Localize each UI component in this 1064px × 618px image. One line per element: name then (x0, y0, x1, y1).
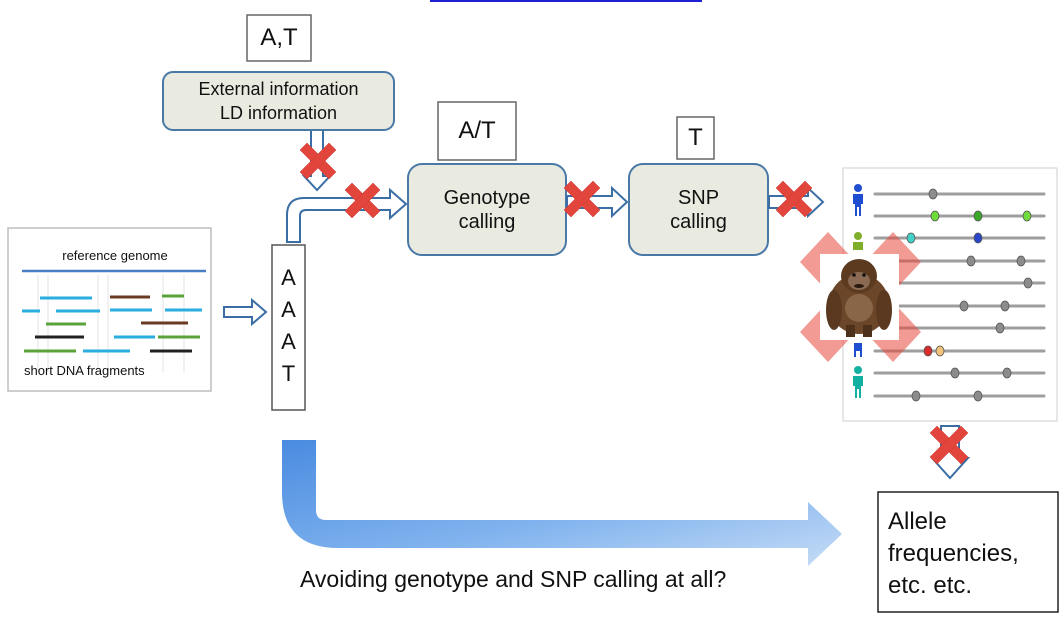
snp-markers (906, 188, 1033, 402)
reads-panel (7, 227, 212, 392)
allele-frequencies-label: Allele frequencies, etc. etc. (888, 506, 1058, 602)
reference-genome-label: reference genome (62, 248, 168, 263)
gorilla-image (820, 254, 899, 340)
allele-frequencies-line1: Allele (888, 508, 947, 535)
population-panel (842, 167, 1058, 422)
arrow-reads-to-alleles (223, 297, 268, 327)
snp-calling-label: SNP calling (629, 186, 768, 234)
genotype-calling-line2: calling (458, 211, 516, 233)
external-info-label: External information LD information (163, 77, 394, 125)
short-dna-fragments-label: short DNA fragments (24, 363, 145, 378)
person-icon (853, 184, 863, 216)
allele-frequencies-box (877, 491, 1059, 613)
red-x-cross-icon (344, 182, 381, 219)
red-x-cross-icon (775, 180, 813, 218)
allele-frequencies-line2: frequencies, (888, 540, 1019, 567)
big-bypass-arrow (282, 440, 842, 566)
letter-box-snp (676, 116, 715, 160)
snp-calling-line1: SNP (677, 187, 720, 209)
allele-1: A (281, 265, 296, 290)
snp-calling-box (628, 163, 769, 256)
external-info-line2: LD information (219, 103, 338, 123)
letter-box-genotype-text: A/T (458, 117, 496, 144)
dna-fragments (22, 294, 202, 353)
person-icon (853, 366, 863, 398)
allele-column-box (271, 244, 306, 411)
allele-3: A (281, 329, 296, 354)
letter-box-external (246, 14, 312, 62)
external-info-line1: External information (198, 79, 359, 99)
person-icon (854, 343, 862, 357)
bent-arrow (286, 187, 408, 243)
genotype-calling-line1: Genotype (443, 187, 531, 209)
top-link-underline[interactable] (430, 0, 702, 2)
snp-calling-line2: calling (670, 211, 727, 233)
red-x-cross-icon (299, 142, 337, 180)
red-x-cross-icon (563, 180, 601, 218)
person-icon (853, 232, 863, 250)
allele-2: A (281, 297, 296, 322)
letter-box-snp-text: T (688, 124, 703, 151)
genotype-calling-label: Genotype calling (408, 186, 566, 234)
external-info-box (162, 71, 395, 131)
letter-box-genotype (437, 101, 517, 161)
allele-frequencies-line3: etc. etc. (888, 572, 973, 599)
red-x-cross-icon (929, 425, 969, 465)
allele-column: A A A T (272, 262, 305, 390)
letter-box-external-text: A,T (260, 24, 298, 51)
allele-4: T (281, 361, 296, 386)
bypass-caption: Avoiding genotype and SNP calling at all… (300, 566, 727, 592)
